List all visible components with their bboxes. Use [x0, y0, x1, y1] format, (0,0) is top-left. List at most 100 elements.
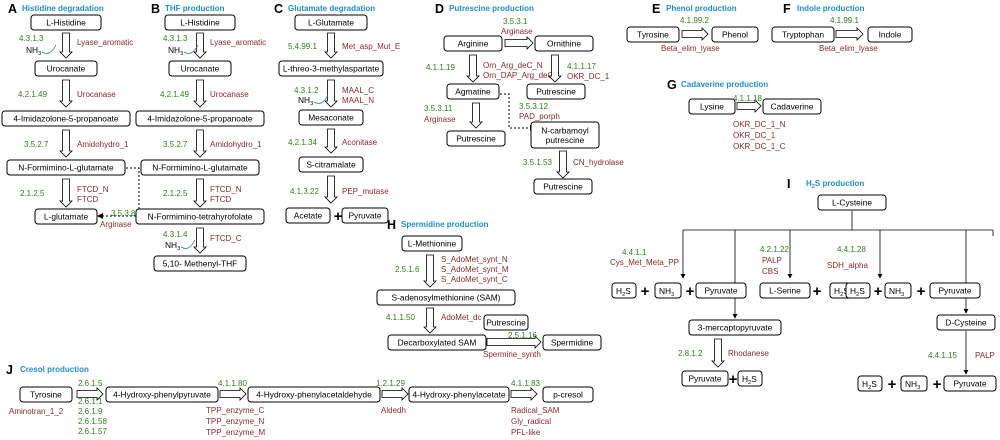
d-arrow-2 [466, 54, 480, 83]
j-node-tyrosine: Tyrosine [19, 386, 73, 403]
e-node-tyrosine: Tyrosine [626, 26, 680, 43]
b-node-formimino-label: N-Formimino-L-glutamate [152, 163, 248, 173]
panel-f-title: Indole production [797, 4, 865, 13]
d-node-putrescine-2: Putrescine [446, 130, 506, 147]
c-node-glutamate-label: L-Glutamate [308, 18, 354, 28]
c-arrow-3 [324, 128, 338, 154]
i-node-pyruvate-4-label: Pyruvate [953, 379, 986, 389]
b-enz-4: FTCD_N [210, 185, 242, 194]
c-node-citramalate-label: S-citramalate [306, 160, 356, 170]
i-nh3-3: NH3 [900, 375, 928, 392]
g-enz-2: OKR_DC_1 [733, 131, 776, 140]
c-node-citramalate: S-citramalate [298, 156, 364, 173]
h-node-methionine: L-Methionine [401, 235, 463, 252]
f-node-tryptophan: Tryptophan [771, 26, 835, 43]
j-arrow-3 [381, 387, 409, 401]
a-arrow-4 [59, 178, 73, 208]
b-ec-3: 3.5.2.7 [163, 140, 188, 149]
panel-j-title: Cresol production [20, 365, 89, 374]
b-ec-1: 4.3.1.3 [163, 34, 188, 43]
a-ec-5: 3.5.3.8 [111, 209, 136, 218]
j-node-hpacetaldehyde: 4-Hydroxy-phenylacetaldehyde [247, 386, 381, 403]
j-arrow-4 [510, 387, 538, 401]
a-ec-2: 4.2.1.49 [18, 90, 47, 99]
d-node-agmatine: Agmatine [446, 83, 500, 100]
b-arrow-5 [193, 227, 207, 254]
i-ec-2: 4.2.1.22 [760, 245, 789, 254]
b-ec-5: 4.3.1.4 [163, 230, 188, 239]
d-ec-2: 4.1.1.19 [426, 63, 455, 72]
c-node-pyruvate-label: Pyruvate [348, 211, 381, 221]
e-node-phenol-label: Phenol [722, 30, 748, 40]
i-node-pyruvate-3-label: Pyruvate [688, 374, 721, 384]
a-nh3: NH3 [26, 45, 41, 57]
j-node-pcresol-label: p-cresol [553, 390, 583, 400]
c-arrow-4 [324, 175, 338, 204]
d-ec-6: 3.5.1.53 [523, 158, 552, 167]
d-dotted-arrow [500, 93, 536, 131]
d-node-ornithine: Ornithine [534, 35, 594, 52]
b-node-formimino-thf-label: N-Formimino-tetrahyrofolate [148, 212, 253, 222]
g-enz-3: OKR_DC_1_C [733, 142, 786, 151]
d-node-putrescine-3: Putrescine [533, 178, 593, 195]
d-node-agmatine-label: Agmatine [455, 87, 491, 97]
h-node-putrescine: Putrescine [483, 314, 529, 331]
d-enz-2: Orn_Arg_deC_N [483, 61, 543, 70]
d-node-carbamoyl-line2: putrescine [546, 135, 585, 145]
i-node-serine: L-Serine [759, 282, 811, 299]
i-plus-4: + [874, 283, 883, 300]
e-ec: 4.1.99.2 [680, 16, 709, 25]
g-node-lysine-label: Lysine [700, 102, 724, 112]
h-enz-2: S_AdoMet_synt_M [441, 265, 509, 274]
b-node-urocanate: Urocanate [168, 60, 232, 77]
j-arrow-2 [219, 387, 247, 401]
h-node-dcsam: Decarboxylated SAM [387, 334, 487, 351]
j-arrow-1 [76, 387, 104, 401]
j-enz-4: TPP_enzyme_M [206, 428, 265, 437]
c-arrow-2 [324, 79, 338, 108]
b-arrow-4 [193, 178, 207, 208]
b-enz-6: FTCD_C [210, 234, 242, 243]
h-node-methionine-label: L-Methionine [408, 239, 457, 249]
i-h2s-3-label: H2S [850, 286, 865, 298]
c-node-glutamate: L-Glutamate [294, 14, 368, 31]
c-node-methylaspartate-label: L-threo-3-methylaspartate [283, 64, 380, 74]
h-ec-1: 2.5.1.6 [395, 265, 420, 274]
i-ec-3: 4.4.1.28 [837, 245, 866, 254]
a-ec-1: 4.3.1.3 [19, 34, 44, 43]
f-arrow [835, 27, 864, 41]
c-enz-4: Aconitase [342, 138, 378, 147]
i-node-dcysteine: D-Cysteine [936, 314, 996, 331]
a-node-formimino-label: N-Formimino-L-glutamate [18, 163, 114, 173]
h-node-sam-label: S-adenosylmethionine (SAM) [392, 293, 501, 303]
a-node-imidazolone: 4-Imidazolone-5-propanoate [1, 110, 131, 127]
j-node-hppyruvate: 4-Hydroxy-phenylpyruvate [105, 386, 219, 403]
panel-c-letter: C [274, 2, 283, 16]
d-arrow-1 [504, 36, 534, 50]
panel-g-letter: G [667, 78, 677, 92]
b-nh3-1-curve [183, 44, 199, 54]
i-h2s-5: H2S [857, 375, 883, 392]
b-node-urocanate-label: Urocanate [181, 64, 220, 74]
f-enz: Beta_elim_lyase [819, 44, 878, 53]
panel-i-letter: I [787, 177, 790, 191]
j-node-pcresol: p-cresol [542, 386, 594, 403]
panel-g-title: Cadaverine production [681, 80, 768, 89]
h-node-dcsam-label: Decarboxylated SAM [398, 338, 477, 348]
d-enz-1: Arginase [501, 27, 533, 36]
h-arrow-1 [423, 254, 437, 288]
i-node-mercaptopyruvate: 3-mercaptopyruvate [688, 319, 782, 336]
d-arrow-5 [556, 150, 570, 179]
c-enz-3: MAAL_N [342, 96, 374, 105]
d-node-arginine-label: Arginine [458, 39, 489, 49]
i-nh3-1: NH3 [654, 282, 682, 299]
c-ec-3: 4.2.1.34 [288, 138, 317, 147]
i-nh3-3-label: NH3 [905, 379, 920, 391]
panel-i-title: H2S production [806, 179, 864, 190]
a-node-formimino: N-Formimino-L-glutamate [6, 159, 126, 176]
d-node-ornithine-label: Ornithine [547, 39, 581, 49]
d-ec-3: 4.1.1.17 [567, 62, 596, 71]
h-arrow-2 [423, 307, 437, 334]
g-node-cadaverine: Cadaverine [762, 98, 822, 115]
